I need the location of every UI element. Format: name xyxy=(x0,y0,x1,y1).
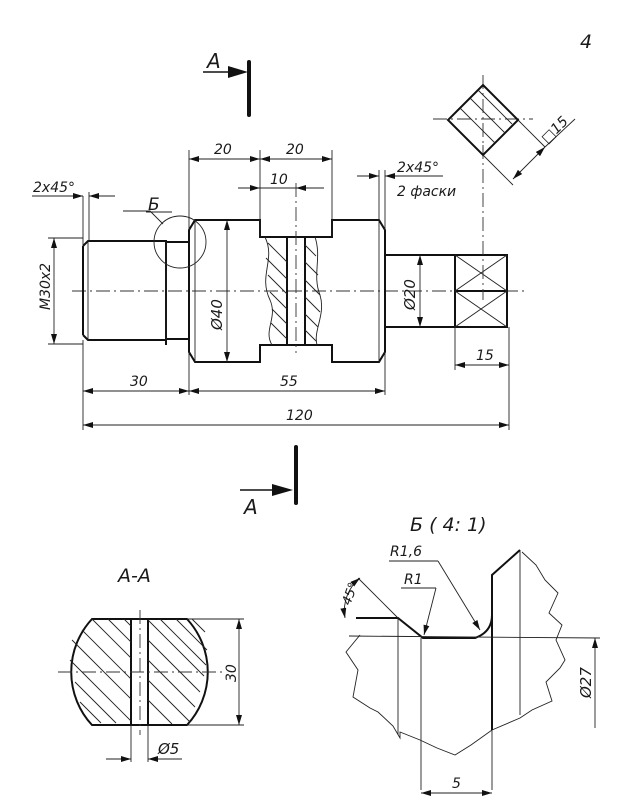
dim-15: 15 xyxy=(476,348,494,364)
aa-dim-d5: Ø5 xyxy=(157,740,179,758)
thread-label: M30x2 xyxy=(38,263,54,310)
page-number: 4 xyxy=(580,31,592,53)
detail-dim-5: 5 xyxy=(452,776,461,792)
detail-b-circle xyxy=(153,215,207,269)
section-marker-bottom: А xyxy=(240,445,298,519)
chamfer-right-note: 2 фаски xyxy=(397,184,456,200)
chamfer-left-label: 2x45° xyxy=(33,180,75,196)
square-15-label: □15 xyxy=(539,113,572,146)
section-arrow-top-icon xyxy=(228,66,248,78)
threaded-end xyxy=(82,240,167,345)
detail-dia-27: Ø27 xyxy=(577,667,595,699)
section-letter-bottom: А xyxy=(242,495,258,519)
detail-r1-6: R1,6 xyxy=(390,544,422,560)
dia-20-label: Ø20 xyxy=(401,279,419,311)
section-letter-top: А xyxy=(205,49,221,73)
dia-40-label: Ø40 xyxy=(208,299,226,331)
section-marker-top: А xyxy=(203,49,251,117)
dim-20-right: 20 xyxy=(286,142,304,158)
detail-b-title: Б ( 4: 1) xyxy=(410,514,487,536)
detail-callout-label: Б xyxy=(148,195,160,215)
section-arrow-bottom-icon xyxy=(272,484,293,496)
section-aa-view: А-А 30 Ø5 xyxy=(58,565,244,762)
chamfer-right-label: 2x45° xyxy=(397,160,439,176)
dim-30: 30 xyxy=(130,374,148,390)
main-view: Б 20 20 10 2x45° 2x45° 2 фаски M xyxy=(32,142,528,430)
dim-20-left: 20 xyxy=(214,142,232,158)
detail-r1: R1 xyxy=(404,572,423,588)
square-section-view: □15 xyxy=(433,75,576,186)
dim-55: 55 xyxy=(280,374,298,390)
detail-b-profile xyxy=(356,549,521,639)
dim-120: 120 xyxy=(286,408,313,424)
detail-b-view: Б ( 4: 1) 45° R1 R1,6 Ø27 5 xyxy=(340,514,601,796)
dim-10: 10 xyxy=(270,172,288,188)
section-aa-title: А-А xyxy=(116,565,151,587)
local-section-hole xyxy=(264,183,322,353)
detail-angle-45: 45° xyxy=(340,581,362,608)
aa-dim-30: 30 xyxy=(224,664,240,682)
